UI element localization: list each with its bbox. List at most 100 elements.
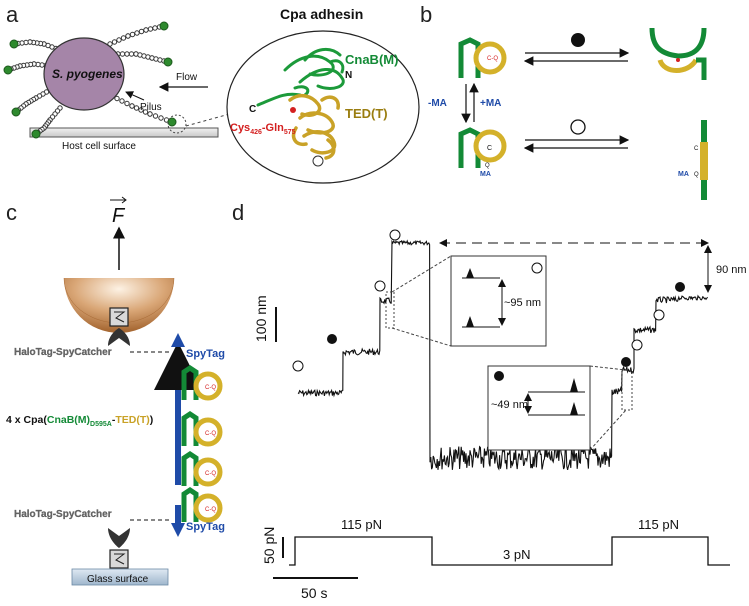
equilibrium-arrows [461, 48, 630, 153]
svg-text:C-Q: C-Q [205, 431, 216, 437]
halotag-bottom-label: HaloTag-SpyCatcher [14, 509, 112, 520]
force-label: F [112, 205, 126, 227]
halotag-top [109, 307, 129, 327]
pilus-tip [159, 21, 169, 31]
pilus-tip [163, 57, 173, 67]
spytag-bottom-arrow [171, 523, 185, 537]
inset1-zoom-line-top [391, 255, 452, 293]
inset2-zoom-line-top [589, 365, 627, 371]
folded-state-bottom: C Q MA [458, 127, 507, 178]
marker-closed-3 [675, 282, 685, 292]
cnab-label: CnaB(M) [345, 52, 398, 67]
svg-text:C-Q: C-Q [205, 507, 216, 513]
svg-text:Q: Q [694, 172, 699, 178]
panel-d: 90 nm 100 nm ~95 nm ~49 nm [253, 229, 747, 601]
c-terminus-label: C [249, 104, 256, 115]
force-label-1: 115 pN [341, 517, 382, 532]
force-scale-label: 50 pN [261, 527, 277, 564]
force-label-2: 3 pN [503, 547, 530, 562]
svg-text:C: C [694, 146, 699, 152]
force-label-3: 115 pN [638, 517, 679, 532]
bacterium-cell [43, 37, 125, 111]
marker-closed-2 [621, 357, 631, 367]
extended-state-top [649, 27, 707, 80]
inset2-label: ~49 nm [491, 399, 528, 411]
panel-b: C-Q C Q MA C MA Q [428, 27, 708, 200]
crosslink-site [290, 107, 296, 113]
panel-label-a: a [6, 2, 19, 27]
spytag-top-label: SpyTag [186, 348, 225, 360]
svg-text:MA: MA [678, 171, 689, 178]
cnab-structure [256, 47, 345, 107]
spycatcher-bottom [108, 528, 130, 548]
cpa-title: Cpa adhesin [280, 6, 363, 22]
span-90-label: 90 nm [716, 264, 747, 276]
svg-text:C-Q: C-Q [205, 385, 216, 391]
marker-open-1 [292, 360, 304, 372]
plus-ma-label: +MA [480, 98, 501, 109]
marker-closed-1 [327, 334, 337, 344]
halotag-top-label: HaloTag-SpyCatcher [14, 347, 112, 358]
panel-a: Host cell surface S. pyogenes Flow Pilus… [3, 6, 420, 184]
inset2-source-box [621, 369, 633, 411]
n-terminus-label: N [345, 70, 352, 81]
spytag-bottom-label: SpyTag [186, 521, 225, 533]
svg-text:C-Q: C-Q [487, 56, 498, 62]
bacterium-label: S. pyogenes [52, 67, 123, 81]
closed-circle-marker [571, 33, 585, 47]
panel-label-b: b [420, 2, 432, 27]
panel-label-d: d [232, 200, 244, 225]
ted-label: TED(T) [345, 106, 388, 121]
glass-surface [71, 568, 169, 586]
magnetic-bead [64, 278, 174, 333]
pilus-arrow [125, 91, 145, 101]
svg-text:C-Q: C-Q [205, 471, 216, 477]
inset2-histogram [570, 378, 578, 415]
panel-label-c: c [6, 200, 17, 225]
spytag-top-arrow [171, 333, 185, 347]
ted-loop [312, 155, 324, 167]
svg-text:MA: MA [480, 171, 491, 178]
cpa-zoom-ellipse [226, 30, 420, 184]
pilus-tip [167, 117, 177, 127]
glass-label: Glass surface [87, 574, 149, 585]
pilus-tip [3, 65, 13, 75]
marker-open-5 [653, 309, 665, 321]
minus-ma-label: -MA [428, 98, 447, 109]
marker-open-4 [631, 339, 643, 351]
host-cell-surface [29, 127, 219, 138]
halotag-bottom [109, 549, 129, 569]
cpa-repeats: C-Q C-Q C-Q C-Q [181, 364, 223, 523]
inset1-source-box [385, 291, 395, 329]
pilus-tip [11, 107, 21, 117]
time-scale-label: 50 s [301, 585, 327, 601]
cpa-domain: C-Q [181, 486, 223, 523]
pilus-tip [31, 129, 41, 139]
svg-text:C: C [487, 145, 492, 152]
zoom-circle [167, 114, 187, 134]
cpa-domain: C-Q [181, 450, 223, 487]
pilus-tip [9, 39, 19, 49]
y-scale-label: 100 nm [253, 295, 269, 342]
spycatcher-top [108, 328, 130, 346]
extended-state-bottom: C MA Q [678, 120, 708, 200]
inset1-label: ~95 nm [504, 297, 541, 309]
panel-c: F HaloTag-SpyCatcher SpyTag SpyTag C-QC-… [6, 196, 225, 586]
open-circle-marker [570, 119, 586, 135]
flow-label: Flow [176, 72, 198, 83]
folded-state-top: C-Q [458, 37, 507, 78]
inset2-zoom-line-bottom [589, 409, 627, 451]
construct-label: 4 x Cpa(CnaB(M)D595A-TED(T)) [6, 414, 153, 428]
marker-open-2 [374, 280, 386, 292]
inset1-marker [531, 262, 543, 274]
crosslink-label: Cys426-Gln575 [230, 122, 296, 136]
force-protocol-trace [289, 536, 730, 566]
host-surface-label: Host cell surface [62, 141, 136, 152]
pilus-label: Pilus [140, 102, 162, 113]
marker-open-3 [389, 229, 401, 241]
ted-structure [288, 93, 340, 160]
inset1-zoom-line-bottom [391, 327, 452, 347]
cpa-domain: C-Q [181, 410, 223, 447]
